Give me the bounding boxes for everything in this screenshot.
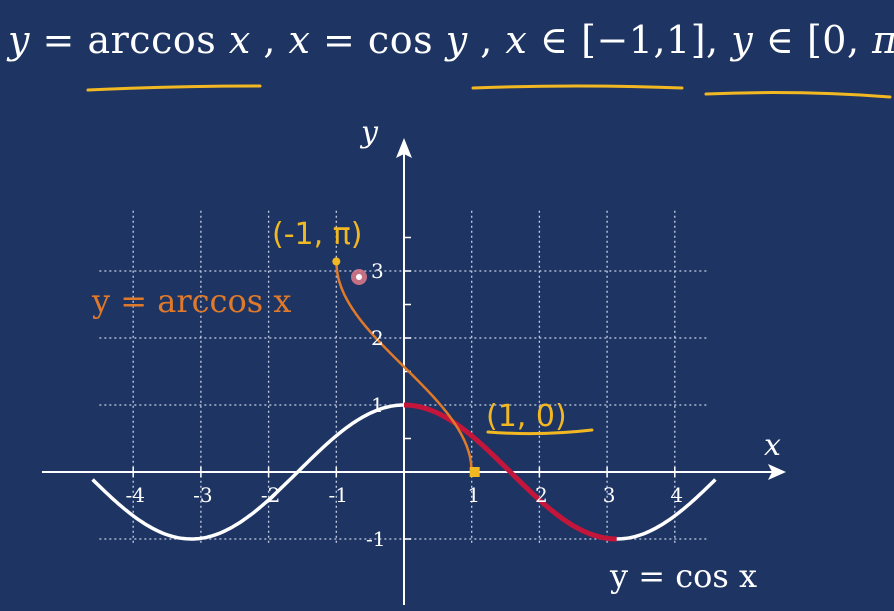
title-part: ∈ [0,	[753, 18, 873, 62]
title-part: x	[228, 18, 251, 62]
title-equation: y = arccos x , x = cos y , x ∈ [−1,1], y…	[8, 18, 894, 62]
title-part: ,	[250, 18, 289, 62]
x-tick-label: -4	[125, 483, 144, 507]
x-tick-label: 1	[467, 483, 480, 507]
y-tick-label: 3	[371, 259, 384, 283]
cos-highlight-segment	[404, 402, 617, 542]
y-axis-arrow	[396, 138, 412, 158]
title-part: y	[8, 18, 30, 62]
y-tick-label: 2	[371, 326, 384, 350]
title-part: π	[872, 18, 894, 62]
x-axis-arrow	[768, 464, 786, 480]
x-tick-label: 3	[603, 483, 616, 507]
arccos-label: y = arccos x	[91, 282, 291, 320]
title-underline	[86, 84, 262, 92]
x-tick-label: 2	[535, 483, 548, 507]
title-part: y	[731, 18, 754, 62]
title-part: = cos	[310, 18, 446, 62]
title-underline	[471, 84, 684, 90]
labels: x y -4 -3 -2 -1 1 2 3 4 1 2 3 -1 y = arccos x y = cos x…	[91, 115, 781, 595]
point-annotation-right: (1, 0)	[486, 399, 567, 434]
title-part: ∈ [−1,1],	[527, 18, 732, 62]
title-underlines	[86, 84, 892, 99]
cos-label: y = cos x	[609, 557, 757, 595]
endpoint-right	[469, 467, 480, 477]
point-annotation-left: (-1, π)	[272, 217, 362, 252]
y-tick-label: -1	[366, 527, 385, 551]
arccos-curve	[335, 261, 473, 473]
point-annotation-underline	[486, 428, 594, 436]
x-tick-label: 4	[670, 483, 683, 507]
x-tick-label: -3	[193, 483, 212, 507]
title-part: ,	[467, 18, 506, 62]
cursor-pointer-dot	[356, 274, 362, 280]
x-tick-label: -2	[261, 483, 280, 507]
title-underline	[704, 91, 892, 99]
y-tick-label: 1	[371, 393, 384, 417]
title-part: x	[505, 18, 528, 62]
title-part: = arccos	[29, 18, 229, 62]
endpoint-left	[332, 257, 341, 266]
y-axis-label: y	[359, 115, 379, 150]
title-part: x	[288, 18, 311, 62]
title-part: y	[445, 18, 468, 62]
curves	[91, 257, 717, 542]
x-tick-label: -1	[329, 483, 348, 507]
axes	[42, 138, 786, 605]
x-axis-label: x	[764, 428, 781, 463]
